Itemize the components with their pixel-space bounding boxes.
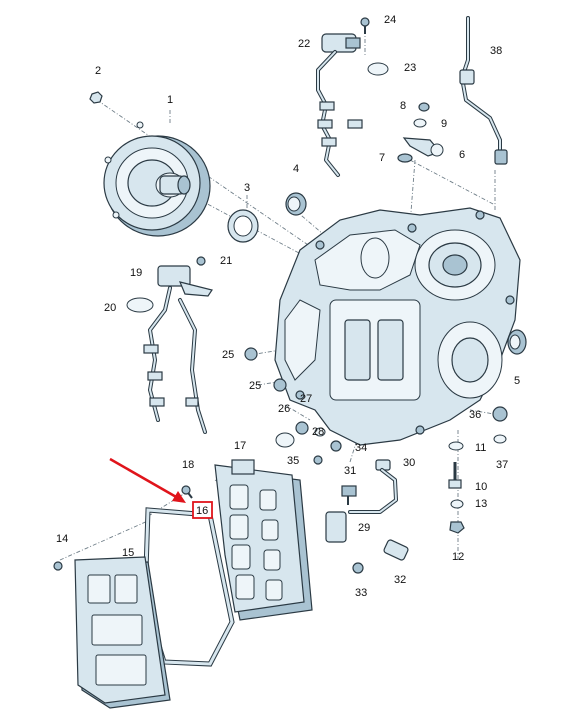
callout-7: 7 (379, 152, 385, 164)
nut-2 (89, 91, 103, 104)
bolt-21 (196, 256, 206, 266)
callout-28: 28 (312, 426, 324, 438)
callout-1: 1 (167, 94, 173, 106)
callout-12: 12 (452, 551, 464, 563)
callout-26: 26 (278, 403, 290, 415)
bracket-6 (402, 137, 444, 157)
callout-31: 31 (344, 465, 356, 477)
callout-3: 3 (244, 182, 250, 194)
seal-5 (507, 329, 527, 355)
seal-26 (275, 432, 295, 448)
callout-14: 14 (56, 533, 68, 545)
callout-13: 13 (475, 498, 487, 510)
bolt-14 (53, 561, 63, 571)
callout-15: 15 (122, 547, 134, 559)
callout-25a: 25 (222, 349, 234, 361)
callout-21: 21 (220, 255, 232, 267)
callout-23: 23 (404, 62, 416, 74)
callout-37: 37 (496, 459, 508, 471)
bolt-35 (313, 455, 323, 465)
highlight-box-16 (192, 501, 213, 519)
callout-8: 8 (400, 100, 406, 112)
callout-9: 9 (441, 118, 447, 130)
seal-7 (397, 153, 413, 163)
callout-30: 30 (403, 457, 415, 469)
bolt-18 (181, 485, 193, 499)
sensor-30 (348, 459, 398, 514)
oring-23 (367, 62, 389, 76)
callout-29: 29 (358, 522, 370, 534)
callout-16: 16 (196, 505, 208, 517)
oring-28 (314, 427, 326, 437)
callout-33: 33 (355, 587, 367, 599)
sensor-harness-22 (316, 33, 363, 177)
plug-12 (449, 521, 465, 534)
callout-20: 20 (104, 302, 116, 314)
callout-35: 35 (287, 455, 299, 467)
callout-25b: 25 (249, 380, 261, 392)
red-pointer-arrow (109, 457, 186, 503)
callout-24: 24 (384, 14, 396, 26)
callout-18: 18 (182, 459, 194, 471)
sensor-38 (459, 16, 508, 165)
oring-20 (126, 297, 154, 313)
callout-2: 2 (95, 65, 101, 77)
plug-36 (492, 406, 508, 422)
callout-38: 38 (490, 45, 502, 57)
oring-13 (450, 499, 464, 509)
callout-10: 10 (475, 481, 487, 493)
callout-labels: 1 2 3 4 5 6 7 8 9 10 11 12 13 14 15 16 1… (56, 14, 520, 599)
callout-4: 4 (293, 163, 299, 175)
torque-converter (103, 121, 211, 237)
callout-19: 19 (130, 267, 142, 279)
transmission-housing (274, 207, 521, 446)
part-34 (330, 440, 342, 452)
bolt-33 (352, 562, 364, 574)
washer-37 (493, 434, 507, 444)
oring-11 (448, 441, 464, 451)
callout-17: 17 (234, 440, 246, 452)
callout-32: 32 (394, 574, 406, 586)
callout-5: 5 (514, 375, 520, 387)
plug-25a (244, 347, 258, 361)
callout-27: 27 (300, 393, 312, 405)
plug-27 (295, 421, 309, 435)
seal-4 (285, 192, 307, 216)
callout-22: 22 (298, 38, 310, 50)
valve-body-17 (214, 459, 313, 621)
harness-19 (143, 265, 213, 434)
callout-34: 34 (355, 442, 367, 454)
oring-9 (413, 118, 427, 128)
seal-ring-3 (227, 209, 259, 243)
callout-11: 11 (475, 442, 486, 454)
sensor-32 (383, 539, 409, 561)
bolt-8 (418, 102, 430, 112)
callout-6: 6 (459, 149, 465, 161)
oil-pan-15 (74, 556, 171, 709)
bolt-10 (448, 462, 462, 489)
sensor-29 (325, 511, 347, 543)
bolt-31 (341, 485, 357, 505)
callout-36: 36 (469, 409, 481, 421)
bolt-24 (360, 17, 370, 34)
plug-25b (273, 378, 287, 392)
